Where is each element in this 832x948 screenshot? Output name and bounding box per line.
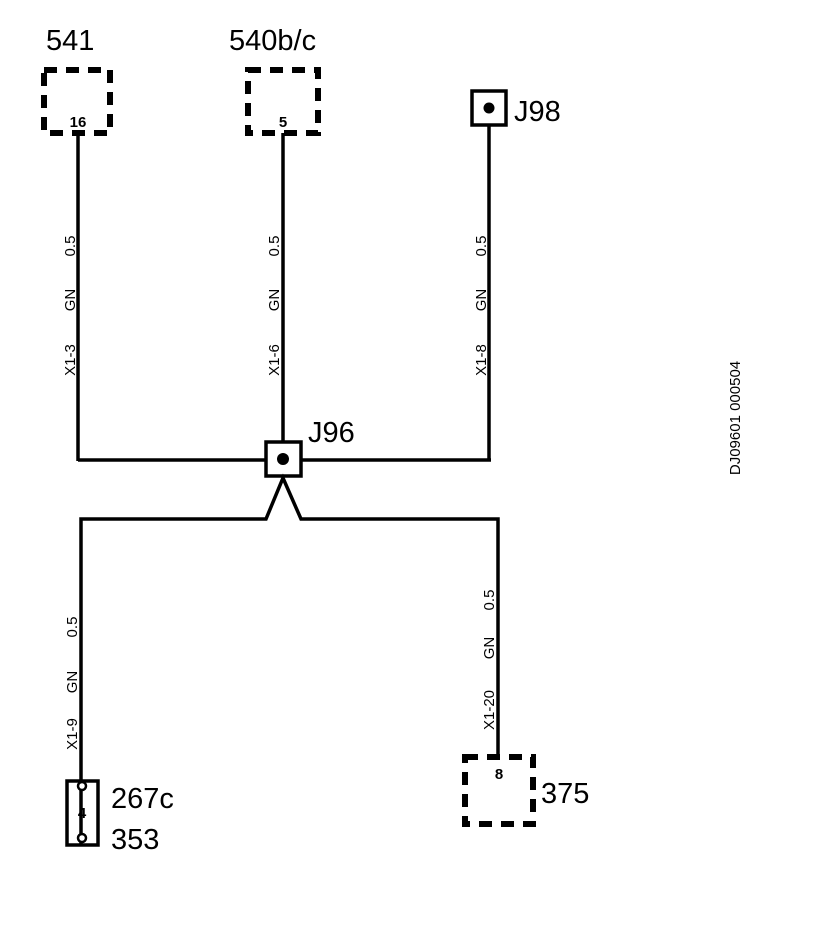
- wire-267c-size: 0.5: [64, 617, 81, 638]
- component-267c-pin-top: [76, 780, 88, 792]
- wire-540bc-size: 0.5: [266, 236, 283, 257]
- wire-j98-color: GN: [473, 289, 490, 312]
- component-375-label: 375: [541, 778, 589, 810]
- component-375-pin: 8: [495, 766, 503, 783]
- component-267c-pin: 4: [78, 805, 87, 822]
- doc-code: DJ09601 000504: [727, 361, 744, 475]
- wire-541-color: GN: [62, 289, 79, 312]
- component-353-label: 353: [111, 824, 159, 856]
- wire-267c-terminal: X1-9: [64, 718, 81, 750]
- wire-j98-label-group: X1-8 GN 0.5: [473, 236, 490, 376]
- wire-375-terminal: X1-20: [481, 690, 498, 730]
- wire-267c-label-group: X1-9 GN 0.5: [64, 617, 81, 750]
- wire-j98-terminal: X1-8: [473, 344, 490, 376]
- component-541-label: 541: [46, 25, 94, 57]
- j98-label: J98: [514, 96, 561, 128]
- j98-node: [483, 102, 495, 114]
- wire-j98-size: 0.5: [473, 236, 490, 257]
- component-267c-label: 267c: [111, 783, 174, 815]
- component-540bc-box: [245, 67, 321, 136]
- wire-267c-color: GN: [64, 671, 81, 694]
- component-540bc-pin: 5: [279, 114, 287, 131]
- wire-540bc-color: GN: [266, 289, 283, 312]
- component-375-box: [462, 754, 536, 827]
- wire-541-size: 0.5: [62, 236, 79, 257]
- wire-375-label-group: X1-20 GN 0.5: [481, 590, 498, 730]
- j96-node: [277, 453, 289, 465]
- wire-541-label-group: X1-3 GN 0.5: [62, 236, 79, 376]
- component-540bc-label: 540b/c: [229, 25, 316, 57]
- wire-375-size: 0.5: [481, 590, 498, 611]
- component-541-pin: 16: [70, 114, 87, 131]
- wire-split: [79, 473, 500, 846]
- wire-541-terminal: X1-3: [62, 344, 79, 376]
- wire-540bc-label-group: X1-6 GN 0.5: [266, 236, 283, 376]
- component-267c-pin-bottom: [76, 832, 88, 844]
- j96-label: J96: [308, 417, 355, 449]
- doc-code-group: DJ09601 000504: [727, 361, 744, 475]
- wire-540bc-terminal: X1-6: [266, 344, 283, 376]
- wire-375-color: GN: [481, 637, 498, 660]
